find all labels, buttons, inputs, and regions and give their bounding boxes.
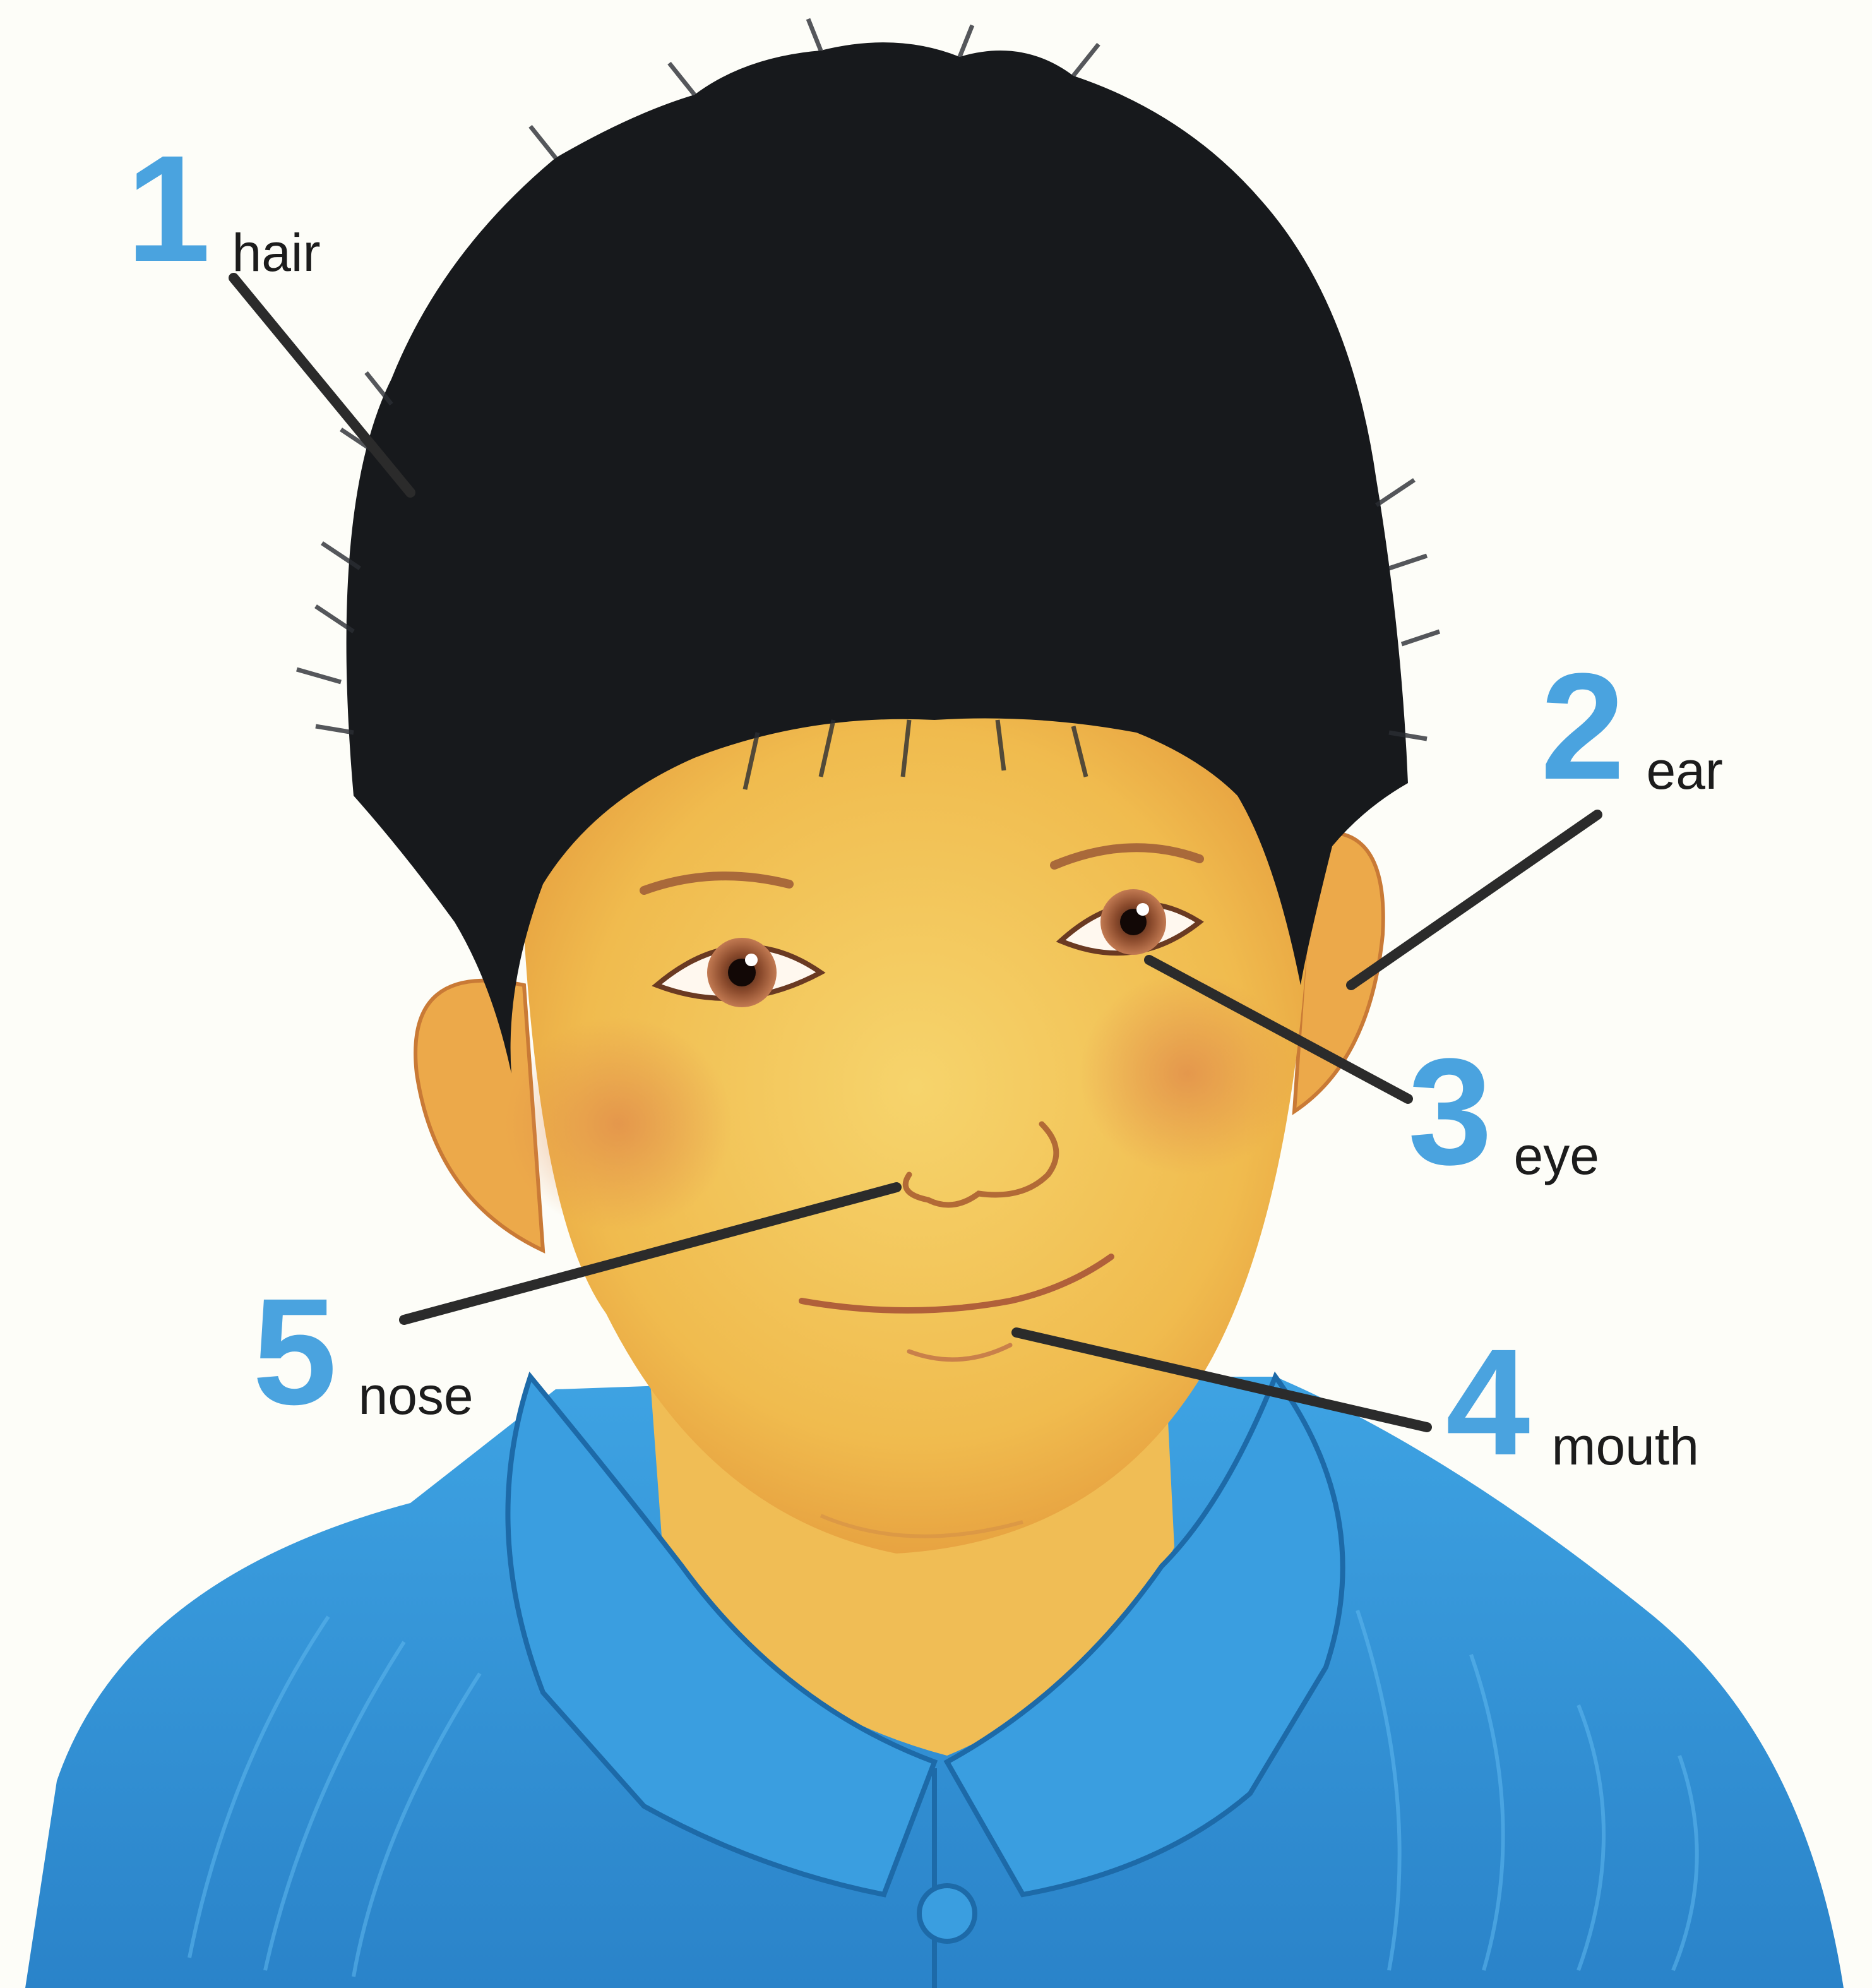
left-cheek [505, 1017, 732, 1231]
label-number: 3 [1408, 1036, 1492, 1187]
label-number: 5 [253, 1276, 337, 1427]
label-number: 2 [1541, 650, 1625, 802]
label-number: 1 [126, 133, 210, 284]
label-number: 4 [1446, 1326, 1530, 1478]
label-word: mouth [1551, 1420, 1698, 1473]
label-eye: 3 eye [1408, 1036, 1599, 1187]
label-word: hair [232, 226, 320, 279]
label-nose: 5 nose [253, 1276, 474, 1427]
label-word: eye [1513, 1129, 1599, 1182]
label-hair: 1 hair [126, 133, 321, 284]
label-word: nose [358, 1369, 473, 1422]
label-ear: 2 ear [1541, 650, 1723, 802]
label-mouth: 4 mouth [1446, 1326, 1699, 1478]
label-word: ear [1646, 744, 1722, 797]
right-cheek [1080, 973, 1294, 1175]
shirt-button [919, 1886, 975, 1941]
